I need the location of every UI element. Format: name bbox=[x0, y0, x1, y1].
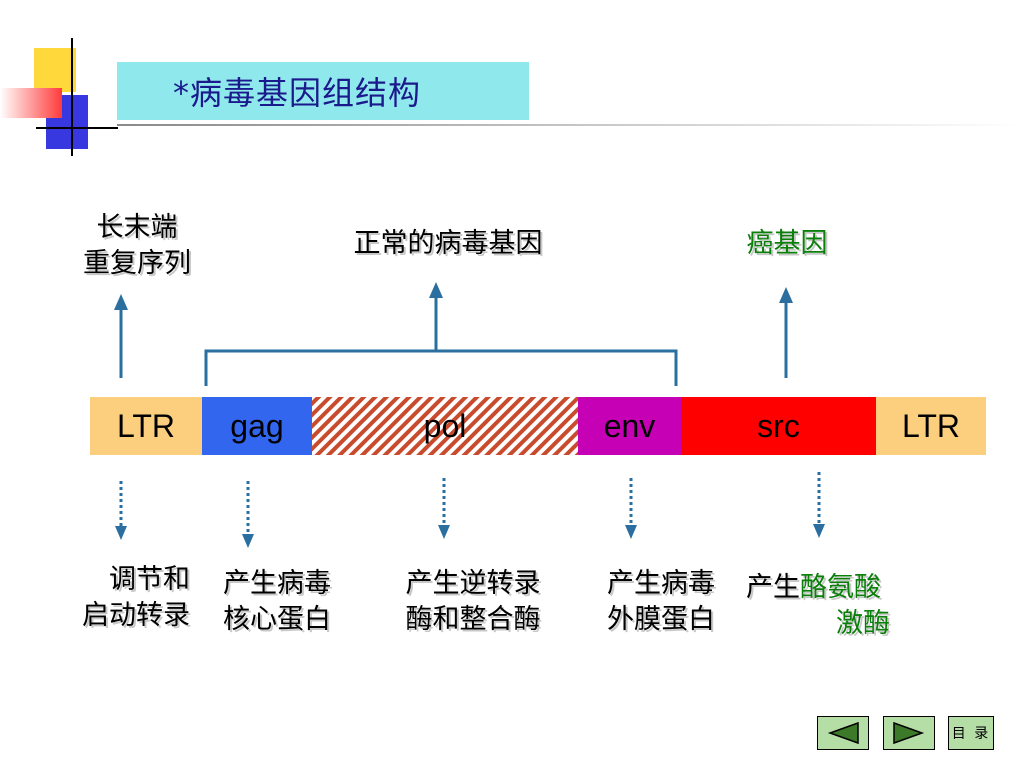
segment-src-label: src bbox=[757, 407, 800, 444]
ltr-label-line-2: 重复序列 bbox=[83, 248, 191, 279]
arrow-up-oncogene bbox=[779, 287, 793, 378]
function-pol: 产生逆转录 酶和整合酶 bbox=[378, 566, 568, 638]
segment-env-label: env bbox=[603, 407, 656, 444]
function-ltr-line-2: 启动转录 bbox=[82, 600, 190, 631]
segment-pol: pol bbox=[312, 397, 578, 455]
prev-slide-button[interactable] bbox=[817, 716, 869, 750]
function-src: 产生酪氨酸 激酶 bbox=[746, 570, 926, 642]
arrow-down-pol bbox=[438, 478, 450, 539]
function-gag-line-2: 核心蛋白 bbox=[223, 604, 331, 635]
page-title: *病毒基因组结构 bbox=[173, 74, 422, 112]
function-ltr: 调节和 启动转录 bbox=[40, 562, 190, 634]
function-env: 产生病毒 外膜蛋白 bbox=[586, 566, 736, 638]
function-gag-line-1: 产生病毒 bbox=[223, 568, 331, 599]
function-src-line-1: 产生酪氨酸 bbox=[746, 570, 926, 606]
function-src-line-2: 激酶 bbox=[746, 606, 926, 642]
bracket-normal-genes bbox=[204, 349, 678, 386]
corner-vertical-line bbox=[71, 38, 73, 156]
arrow-down-src bbox=[813, 472, 825, 538]
segment-ltr-left-label: LTR bbox=[116, 407, 176, 444]
function-src-prefix: 产生 bbox=[746, 572, 800, 603]
arrow-down-env bbox=[625, 478, 637, 539]
triangle-left-icon bbox=[827, 721, 859, 745]
function-env-line-2: 外膜蛋白 bbox=[607, 604, 715, 635]
function-src-green-1: 酪氨酸 bbox=[800, 572, 881, 603]
title-underline bbox=[117, 124, 1024, 126]
menu-button[interactable]: 目 录 bbox=[948, 716, 994, 750]
function-ltr-line-1: 调节和 bbox=[109, 564, 190, 595]
ltr-label-line-1: 长末端 bbox=[96, 212, 178, 243]
segment-gag: gag bbox=[202, 397, 312, 455]
segment-ltr-right: LTR bbox=[876, 397, 986, 455]
function-pol-line-1: 产生逆转录 bbox=[405, 568, 541, 599]
next-slide-button[interactable] bbox=[883, 716, 935, 750]
arrow-up-normal-genes bbox=[429, 282, 443, 351]
oncogene-label: 癌基因 bbox=[746, 228, 828, 259]
function-pol-line-2: 酶和整合酶 bbox=[405, 604, 541, 635]
function-env-line-1: 产生病毒 bbox=[607, 568, 715, 599]
function-gag: 产生病毒 核心蛋白 bbox=[202, 566, 352, 638]
title-box: *病毒基因组结构 bbox=[117, 62, 529, 120]
segment-gag-label: gag bbox=[230, 407, 284, 444]
corner-red-block bbox=[0, 88, 62, 118]
function-src-green-2: 激酶 bbox=[836, 608, 890, 639]
segment-ltr-left: LTR bbox=[90, 397, 202, 455]
normal-genes-label: 正常的病毒基因 bbox=[353, 228, 543, 259]
segment-env: env bbox=[578, 397, 681, 455]
arrow-down-ltr bbox=[115, 481, 127, 540]
arrow-down-gag bbox=[242, 481, 254, 548]
ltr-label: 长末端 重复序列 bbox=[62, 210, 212, 282]
arrow-up-ltr bbox=[114, 294, 128, 378]
corner-horizontal-line bbox=[36, 127, 118, 129]
segment-pol-label: pol bbox=[423, 407, 467, 444]
segment-src: src bbox=[681, 397, 876, 455]
corner-yellow-block bbox=[34, 48, 76, 92]
segment-ltr-right-label: LTR bbox=[901, 407, 961, 444]
pol-hatch-fill bbox=[312, 397, 578, 455]
triangle-right-icon bbox=[893, 721, 925, 745]
menu-button-label: 目 录 bbox=[951, 726, 991, 742]
